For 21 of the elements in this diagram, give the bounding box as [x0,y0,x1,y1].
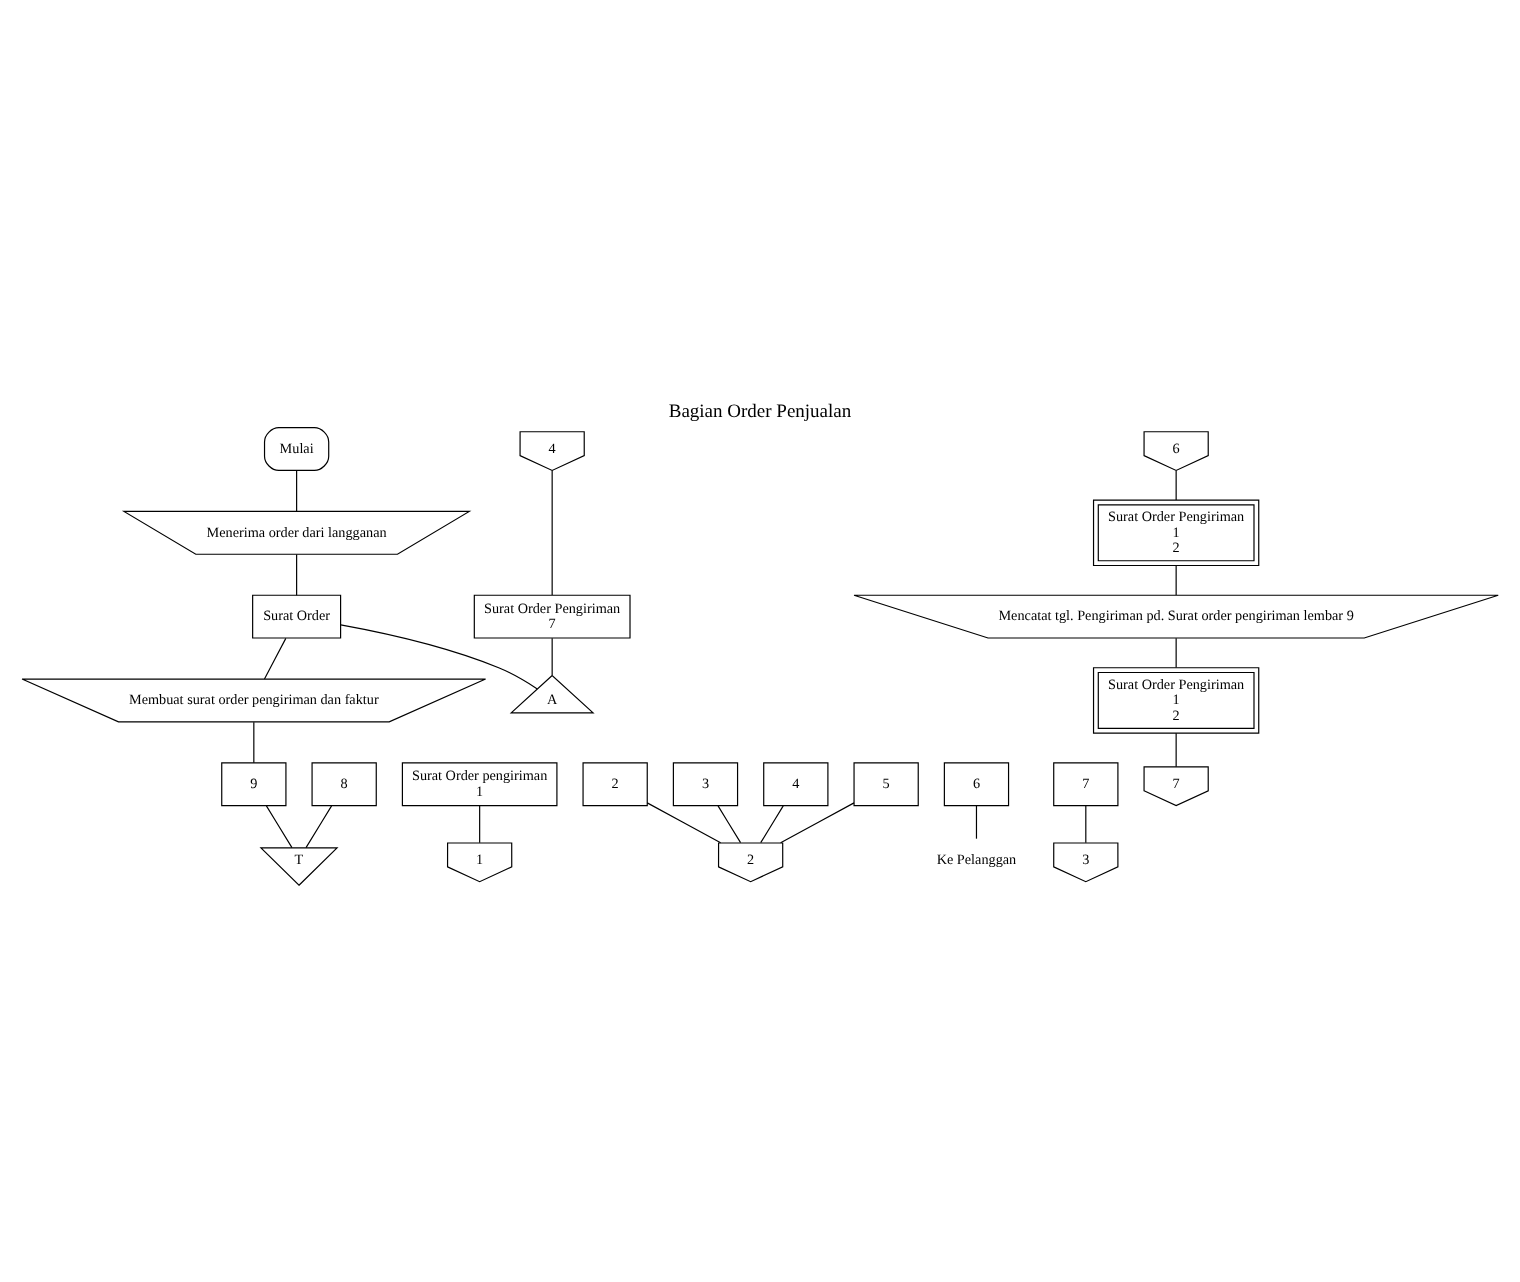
diagram-title: Bagian Order Penjualan [668,402,852,423]
connector [760,805,784,844]
connector [253,721,255,764]
connector [1085,805,1087,844]
connector [296,554,298,596]
connector [296,470,298,512]
connector [305,805,333,849]
connector [265,805,293,849]
connector [975,805,978,840]
connector [1175,565,1177,596]
connector [1175,637,1177,669]
connector [263,637,287,680]
connector [551,637,553,676]
connector [780,802,855,844]
connector [1175,732,1177,768]
connector [340,624,538,690]
connector [1175,470,1177,501]
connector [646,802,722,844]
connector [551,469,553,596]
connector [717,805,742,844]
connector [479,805,481,844]
